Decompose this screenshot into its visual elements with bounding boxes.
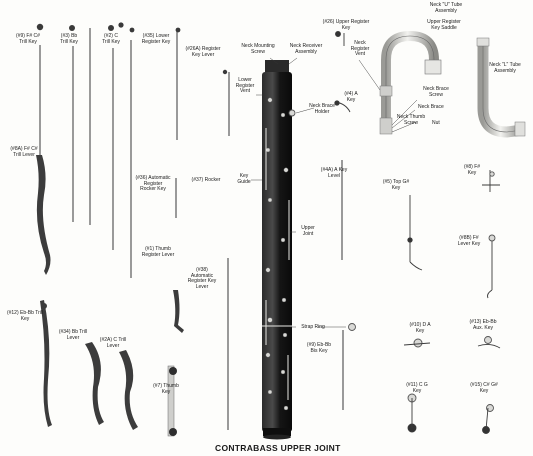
label-lower-register-vent: Lower Register Vent	[235, 77, 255, 95]
label-c-trill-lever: (#2A) C Trill Lever	[99, 337, 127, 349]
label-d-a-key: (#10) D A Key	[409, 322, 431, 334]
label-b-flat-trill-key: (#3) Bb Trill Key	[60, 33, 78, 45]
neck-u-tube	[379, 30, 442, 135]
label-neck-brace-holder: Neck Brace Holder	[309, 103, 335, 115]
rod-end-caps	[36, 22, 228, 75]
label-key-guide: Key Guide	[237, 173, 251, 185]
trill-levers	[36, 155, 184, 437]
label-thumb-register-lever: (#1) Thumb Register Lever	[141, 246, 175, 258]
label-neck-brace: Neck Brace	[418, 104, 444, 110]
label-automatic-register-rocker-key: (#36) Automatic Register Rocker Key	[135, 175, 171, 193]
label-neck-u-tube-assembly: Neck "U" Tube Assembly	[429, 2, 463, 14]
label-nut: Nut	[432, 120, 440, 126]
diagram-title: CONTRABASS UPPER JOINT	[215, 443, 341, 453]
label-e-flat-b-flat-bis-key: (#9) Eb-Bb Bis Key	[306, 342, 332, 354]
label-a-key: (#4) A Key	[344, 91, 358, 103]
label-strap-ring: Strap Ring	[301, 324, 325, 330]
label-upper-register-key-saddle: Upper Register Key Saddle	[427, 19, 461, 31]
label-c-g-key: (#11) C G Key	[406, 382, 428, 394]
upper-joint-body	[262, 60, 292, 440]
label-b-flat-trill-lever: (#34) Bb Trill Lever	[58, 329, 88, 341]
label-f-sharp-trill-key: (#9) F# C# Trill Key	[16, 33, 40, 45]
label-c-trill-key: (#2) C Trill Key	[102, 33, 120, 45]
label-upper-register-key: (#26) Upper Register Key	[322, 19, 370, 31]
label-f-sharp-key: (#8) F# Key	[463, 164, 481, 176]
label-upper-joint: Upper Joint	[301, 225, 315, 237]
label-e-flat-b-flat-aux-key: (#13) Eb-Bb Aux. Key	[469, 319, 497, 331]
label-c-sharp-g-sharp-key: (#15) C# G# Key	[470, 382, 498, 394]
label-neck-register-vent: Neck Register Vent	[350, 40, 370, 58]
label-f-sharp-trill-lever: (#8A) F# C# Trill Lever	[10, 146, 38, 158]
small-keys	[288, 31, 501, 434]
label-neck-receiver-assembly: Neck Receiver Assembly	[289, 43, 323, 55]
label-neck-l-tube-assembly: Neck "L" Tube Assembly	[489, 62, 521, 74]
leader-lines	[251, 57, 418, 328]
label-automatic-register-key-lever: (#38) Automatic Register Key Lever	[187, 267, 217, 290]
label-thumb-key: (#7) Thumb Key	[153, 383, 179, 395]
label-neck-thumb-screw: Neck Thumb Screw	[396, 114, 426, 126]
label-lower-register-key: (#35) Lower Register Key	[141, 33, 171, 45]
label-register-key-lever: (#26A) Register Key Lever	[185, 46, 221, 58]
neck-l-tube	[476, 37, 526, 138]
label-a-key-level: (#4A) A Key Level	[320, 167, 348, 179]
long-rods	[39, 28, 344, 430]
label-f-sharp-lever-key: (#8B) F# Lever Key	[457, 235, 481, 247]
label-top-g-sharp-key: (#5) Top G# Key	[382, 179, 410, 191]
label-e-flat-b-flat-trill-key: (#12) Eb-Bb Trill Key	[6, 310, 44, 322]
label-rocker: (#37) Rocker	[191, 177, 221, 183]
label-neck-mounting-screw: Neck Mounting Screw	[241, 43, 275, 55]
label-neck-brace-screw: Neck Brace Screw	[423, 86, 449, 98]
